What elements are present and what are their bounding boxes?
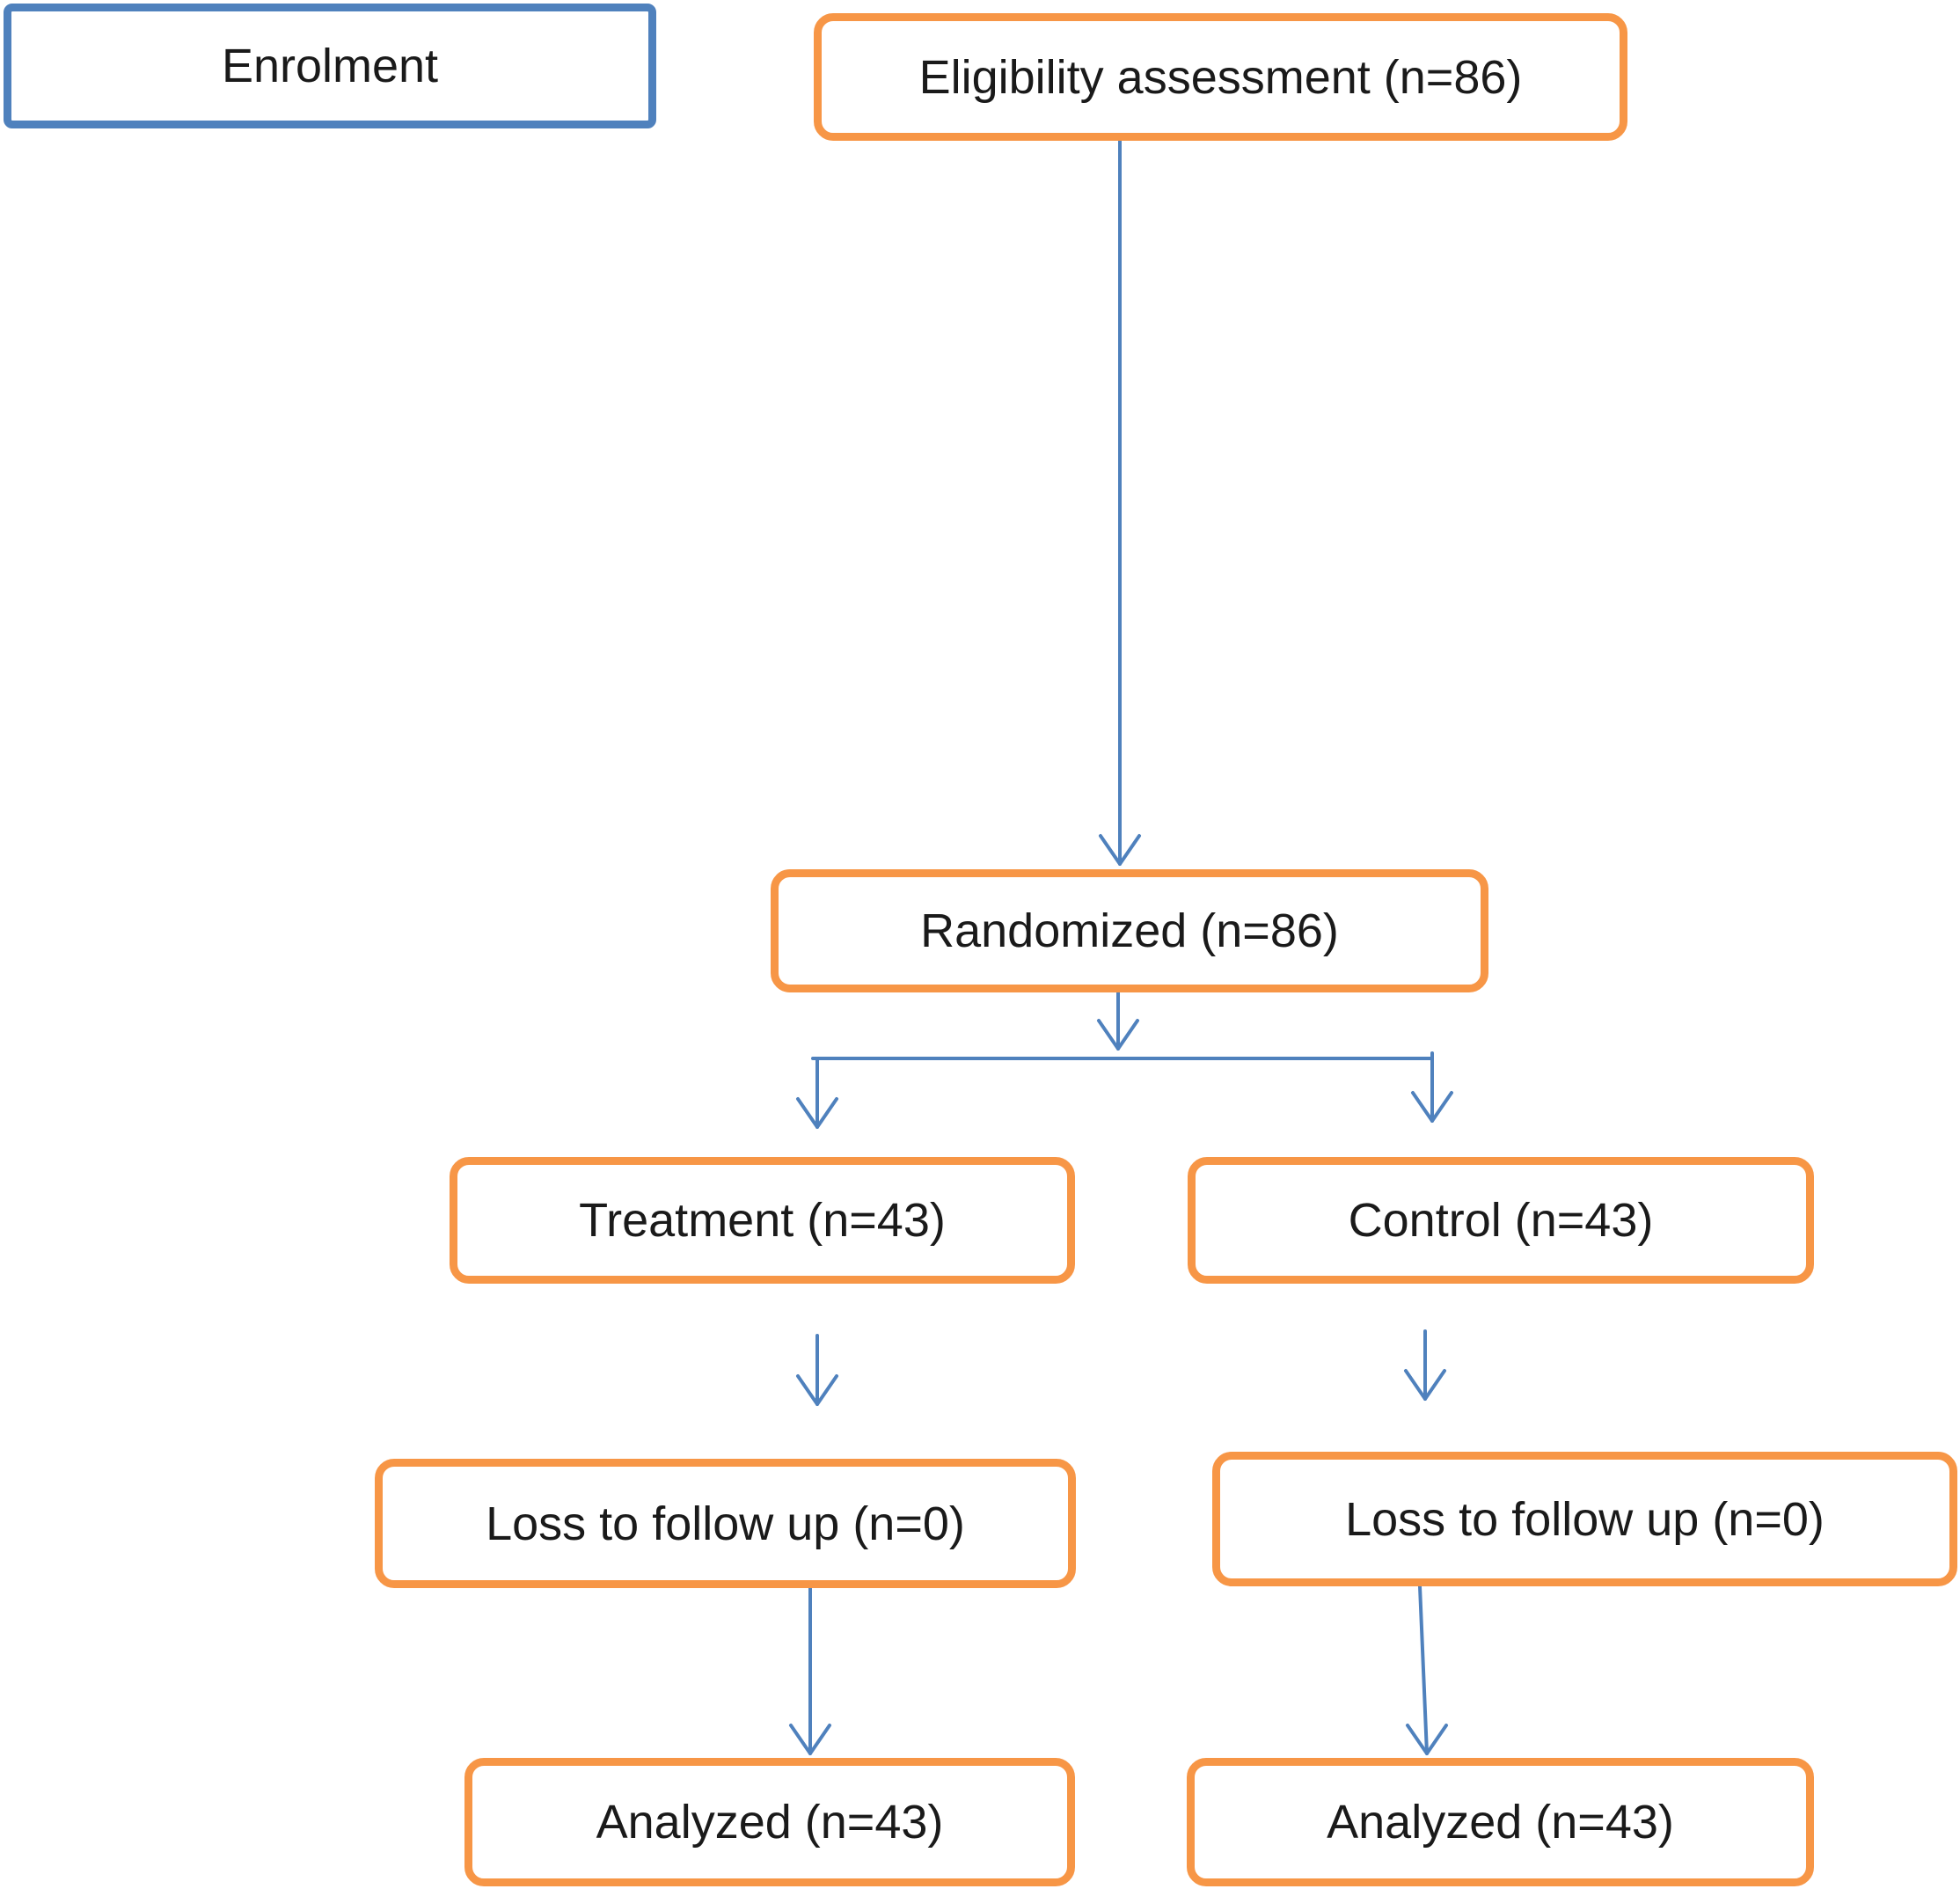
arrowhead-treatment (796, 1097, 838, 1129)
control-analyzed-box: Analyzed (n=43) (1187, 1758, 1814, 1886)
randomized-text: Randomized (n=86) (920, 904, 1339, 957)
control-box: Control (n=43) (1188, 1157, 1814, 1284)
treatment-loss-box: Loss to follow up (n=0) (375, 1459, 1076, 1588)
arrowhead-randomized (1099, 834, 1141, 866)
stage-label-enrolment: Enrolment (4, 4, 656, 128)
arrowhead-treatment-analyzed (789, 1724, 831, 1755)
treatment-analyzed-box: Analyzed (n=43) (464, 1758, 1075, 1886)
treatment-loss-text: Loss to follow up (n=0) (486, 1497, 965, 1550)
arrowhead-split (1097, 1019, 1139, 1051)
control-loss-box: Loss to follow up (n=0) (1212, 1452, 1957, 1586)
control-analyzed-text: Analyzed (n=43) (1327, 1796, 1674, 1849)
treatment-analyzed-text: Analyzed (n=43) (596, 1796, 944, 1849)
control-loss-text: Loss to follow up (n=0) (1345, 1492, 1825, 1546)
arrowhead-control (1411, 1091, 1453, 1123)
arrowhead-control-analyzed (1406, 1724, 1448, 1755)
stage-label-text: Enrolment (221, 40, 439, 92)
treatment-box: Treatment (n=43) (450, 1157, 1075, 1284)
randomized-box: Randomized (n=86) (771, 869, 1488, 992)
control-text: Control (n=43) (1348, 1194, 1654, 1247)
eligibility-text: Eligibility assessment (n=86) (918, 50, 1523, 104)
eligibility-box: Eligibility assessment (n=86) (814, 13, 1627, 141)
arrowhead-treatment-loss (796, 1374, 838, 1406)
arrowhead-control-loss (1404, 1369, 1446, 1401)
treatment-text: Treatment (n=43) (579, 1194, 946, 1247)
connector-control-analyzed (1418, 1585, 1429, 1755)
